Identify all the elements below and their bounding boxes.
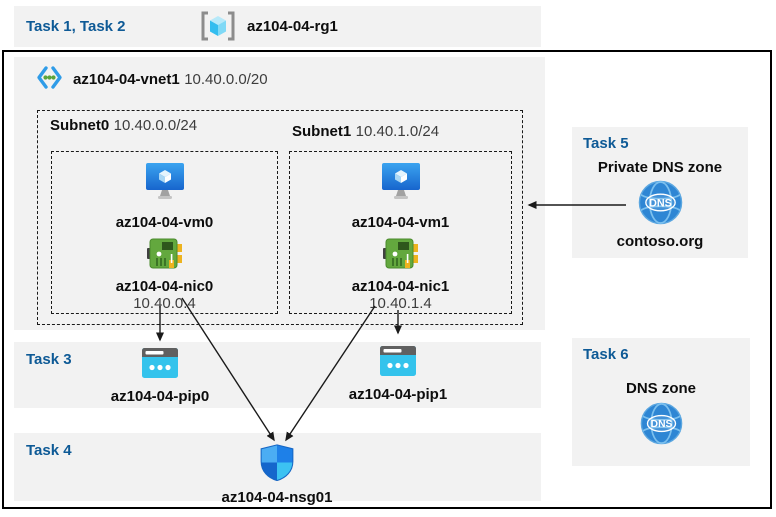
subnet0-name: Subnet0 (50, 117, 110, 134)
vnet-title: az104-04-vnet1 10.40.0.0/20 (73, 71, 268, 89)
task6-box: Task 6 DNS zone DNS (572, 338, 750, 466)
private-dns-zone-title: Private DNS zone (597, 159, 723, 176)
task5-label: Task 5 (583, 135, 629, 152)
task6-content: DNS zone DNS (572, 380, 750, 450)
subnet1-content: az104-04-vm1 (290, 152, 511, 313)
task5-content: Private DNS zone DNS contoso.org (572, 159, 748, 250)
resource-group-band: Task 1, Task 2 az104-04-rg1 (14, 6, 541, 47)
pip1-name: az104-04-pip1 (348, 386, 448, 403)
vm-icon (145, 162, 185, 208)
vnet-panel: az104-04-vnet1 10.40.0.0/20 Subnet0 10.4… (14, 57, 545, 330)
nsg-name: az104-04-nsg01 (221, 489, 333, 506)
private-dns-zone-name: contoso.org (616, 233, 704, 250)
pip1-group: az104-04-pip1 (332, 346, 464, 403)
subnet0-title: Subnet0 10.40.0.0/24 (50, 117, 197, 135)
vnet-cidr: 10.40.0.0/20 (184, 71, 268, 88)
svg-text:DNS: DNS (649, 197, 672, 209)
subnet0-box: az104-04-vm0 (51, 151, 278, 314)
nic-icon (383, 237, 418, 275)
resource-group-icon (199, 10, 237, 47)
subnet0-content: az104-04-vm0 (52, 152, 277, 313)
subnet1-title: Subnet1 10.40.1.0/24 (292, 123, 439, 141)
dns-zone-title: DNS zone (625, 380, 696, 397)
public-ip-icon (380, 346, 416, 381)
vnet-header: az104-04-vnet1 10.40.0.0/20 (36, 65, 268, 95)
nic0-name: az104-04-nic0 (115, 278, 214, 295)
nic1-ip: 10.40.1.4 (369, 295, 432, 312)
vnet-icon (36, 65, 63, 95)
subnet1-cidr: 10.40.1.0/24 (355, 123, 440, 140)
task5-box: Task 5 Private DNS zone DNS contoso.org (572, 127, 748, 258)
public-ip-icon (142, 348, 178, 383)
vm1-name: az104-04-vm1 (351, 214, 450, 231)
task6-label: Task 6 (583, 346, 629, 363)
nsg-group: az104-04-nsg01 (211, 444, 343, 506)
subnet1-name: Subnet1 (292, 123, 352, 140)
task3-band: Task 3 az104-04-pip0 (14, 342, 541, 408)
nic1-name: az104-04-nic1 (351, 278, 450, 295)
task4-label: Task 4 (26, 442, 72, 459)
pip0-group: az104-04-pip0 (94, 348, 226, 405)
nsg-shield-icon (260, 444, 294, 486)
vm-icon (381, 162, 421, 208)
task3-label: Task 3 (26, 351, 72, 368)
task-1-2-label: Task 1, Task 2 (26, 18, 126, 35)
dns-globe-icon: DNS (640, 402, 683, 450)
nic-icon (147, 237, 182, 275)
subnet1-box: az104-04-vm1 (289, 151, 512, 314)
task4-band: Task 4 az (14, 433, 541, 506)
vm0-name: az104-04-vm0 (115, 214, 214, 231)
pip0-name: az104-04-pip0 (110, 388, 210, 405)
subnets-container-box: Subnet0 10.40.0.0/24 Subnet1 10.40.1.0/2… (37, 110, 523, 325)
nic0-ip: 10.40.0.4 (133, 295, 196, 312)
subnet0-cidr: 10.40.0.0/24 (113, 117, 198, 134)
svg-text:DNS: DNS (650, 419, 672, 430)
resource-group-name: az104-04-rg1 (247, 18, 338, 35)
dns-globe-icon: DNS (638, 180, 683, 230)
vnet-name: az104-04-vnet1 (73, 71, 180, 88)
